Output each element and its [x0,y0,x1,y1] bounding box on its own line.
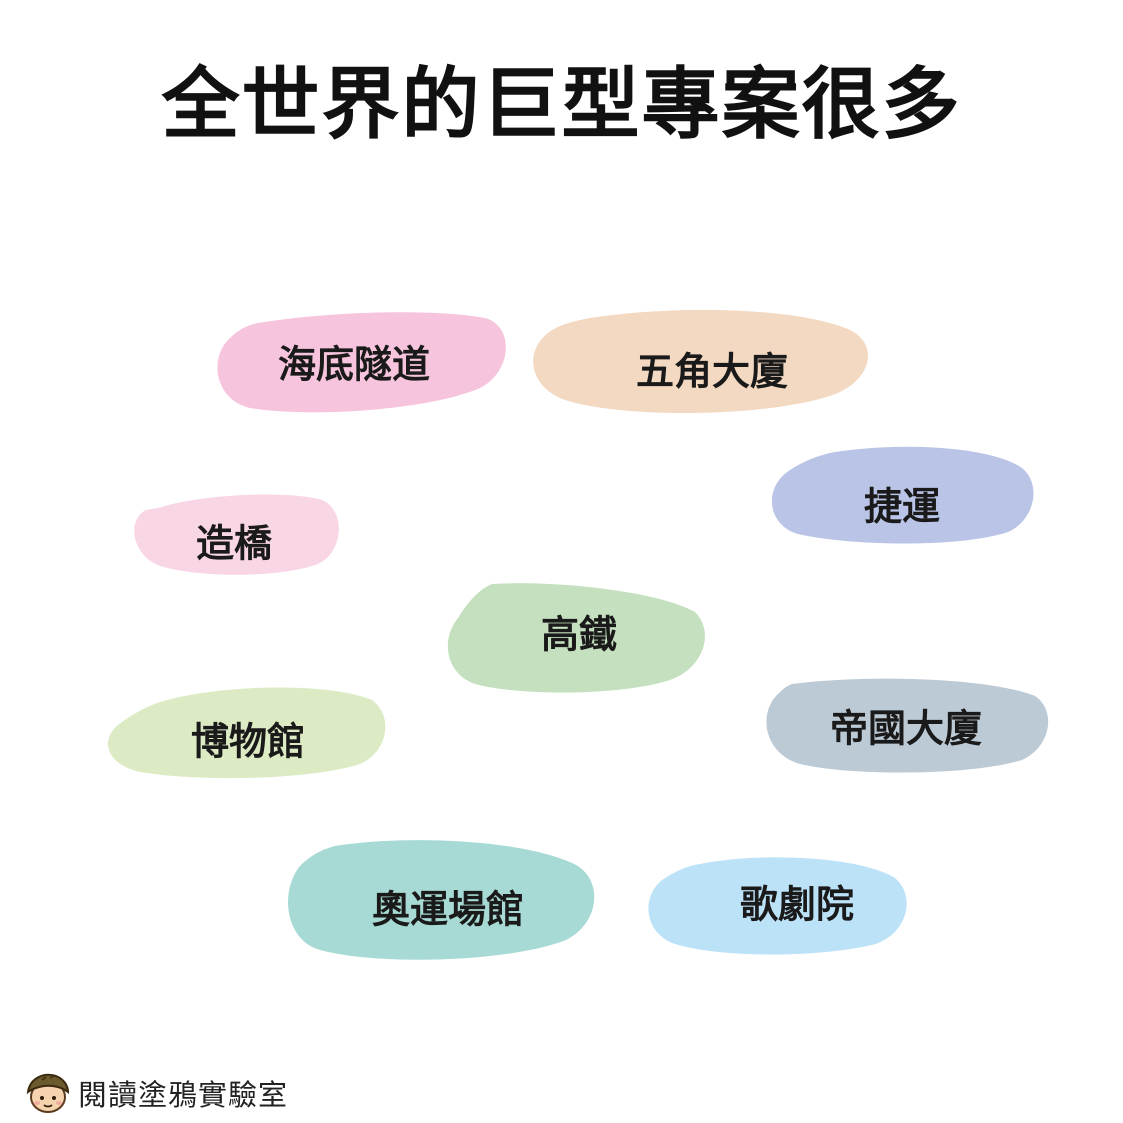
blob-olympic-venue [288,840,595,960]
page-title: 全世界的巨型專案很多 [161,60,962,150]
blob-metro [771,446,1034,544]
label-opera-house: 歌劇院 [739,882,855,927]
label-olympic-venue: 奧運場館 [371,887,525,932]
doodle-kid-logo-icon [26,1073,70,1113]
blob-bridge [134,494,339,575]
label-high-speed-rail: 高鐵 [540,612,618,657]
blob-undersea-tunnel [217,312,506,413]
brand: 閱讀塗鴉實驗室 [22,1068,288,1118]
blob-opera-house [648,857,907,955]
label-undersea-tunnel: 海底隧道 [277,342,431,387]
blob-empire-state [766,678,1049,773]
blob-museum [107,687,386,779]
blob-pentagon [533,309,869,414]
label-museum: 博物館 [190,719,306,764]
brand-name: 閱讀塗鴉實驗室 [78,1078,289,1112]
label-metro: 捷運 [863,484,941,529]
label-empire-state: 帝國大廈 [829,706,983,751]
label-pentagon: 五角大廈 [635,349,789,394]
blob-high-speed-rail [447,583,705,693]
label-bridge: 造橋 [195,521,273,566]
